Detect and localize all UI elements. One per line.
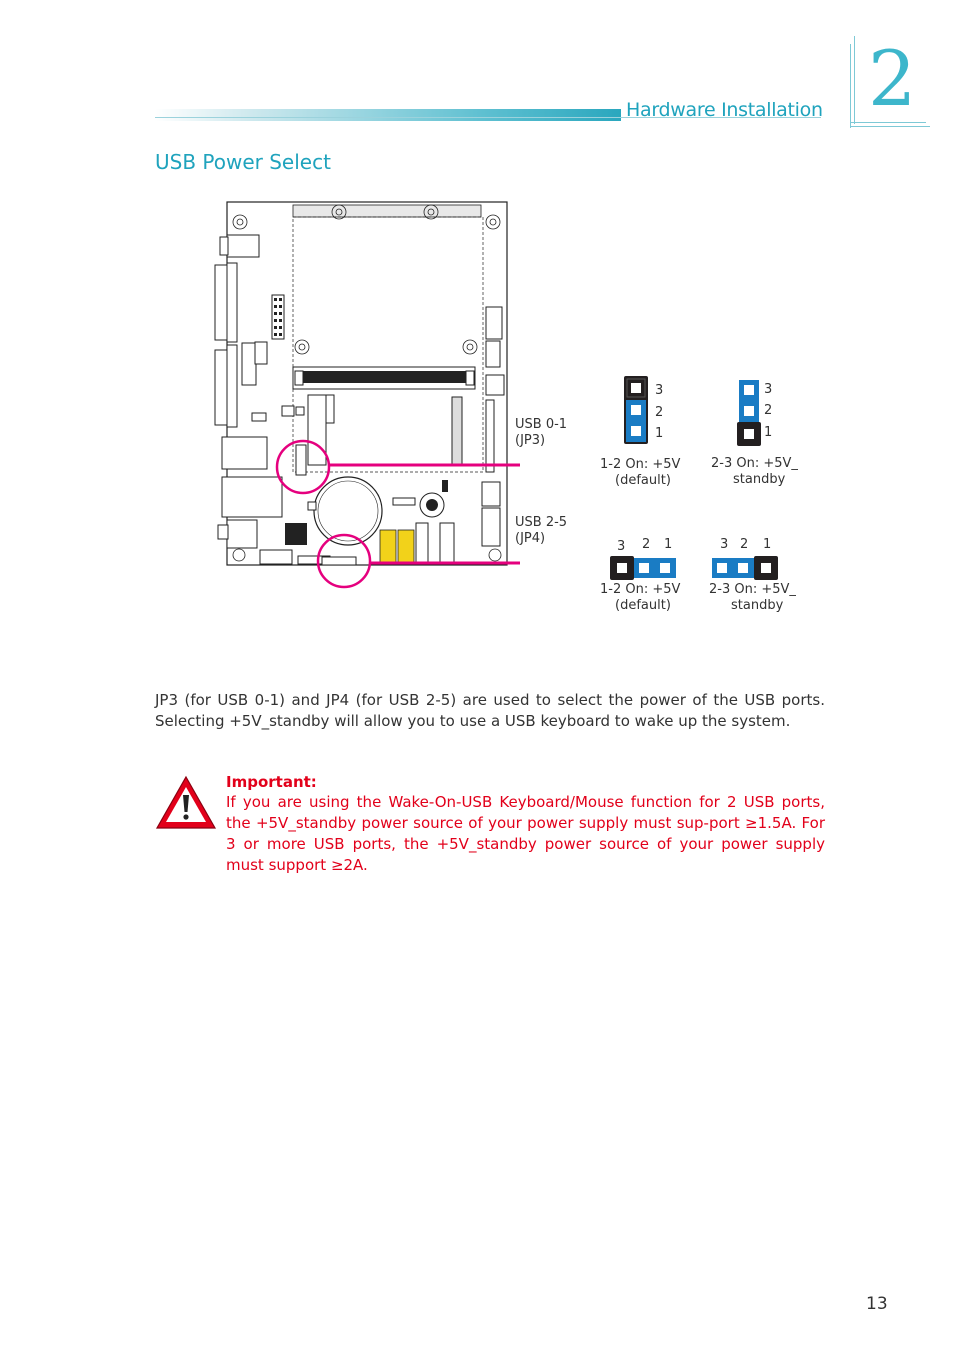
jp3-default-jumper <box>624 376 648 444</box>
chapter-number: 2 <box>868 34 917 123</box>
jp3-default-caption: 1-2 On: +5V <box>600 457 681 472</box>
body-paragraph: JP3 (for USB 0-1) and JP4 (for USB 2-5) … <box>155 691 825 730</box>
battery <box>313 476 383 546</box>
right-header-2 <box>485 340 501 368</box>
important-title: Important: <box>226 773 317 791</box>
side-header <box>485 399 495 473</box>
right-header-1 <box>485 306 503 340</box>
bottom-header-1 <box>259 549 293 565</box>
fan-header-2 <box>439 522 455 564</box>
jp4-standby-pin-2: 2 <box>740 537 749 552</box>
jp3-standby-caption: 2-3 On: +5V_ <box>711 456 798 471</box>
usb25-jumper-id: (JP4) <box>515 531 546 546</box>
usb01-label: USB 0-1 <box>515 417 568 432</box>
jp4-standby-caption-sub: standby <box>731 598 784 613</box>
jp3-default-caption-sub: (default) <box>615 473 671 488</box>
usb25-label: USB 2-5 <box>515 515 568 530</box>
jp3-standby-caption-sub: standby <box>733 472 786 487</box>
motherboard-diagram <box>214 201 520 589</box>
mini-pcie-slot <box>307 394 327 466</box>
chip <box>285 523 307 545</box>
top-connector <box>292 204 482 218</box>
jp4-default-caption: 1-2 On: +5V <box>600 582 681 597</box>
right-header-3 <box>485 374 505 396</box>
jp3-default-pin-1: 1 <box>655 426 664 441</box>
yellow-jumper-block <box>379 529 415 565</box>
power-jack <box>226 234 260 258</box>
jp3-highlight-circle <box>275 439 331 495</box>
jp4-block <box>321 556 357 566</box>
jp4-default-pin-3: 3 <box>617 539 626 554</box>
mounting-holes <box>232 204 502 562</box>
jp3-default-pin-2: 2 <box>655 405 664 420</box>
jp4-default-caption-sub: (default) <box>615 598 671 613</box>
chapter-marker: 2 <box>850 34 930 128</box>
jp3-standby-pin-1: 1 <box>764 425 773 440</box>
jp3-standby-jumper <box>737 380 761 446</box>
lan-port <box>221 436 268 470</box>
jp3-default-pin-3: 3 <box>655 383 664 398</box>
important-text: If you are using the Wake-On-USB Keyboar… <box>226 793 825 874</box>
usb01-jumper-id: (JP3) <box>515 433 546 448</box>
section-title: Hardware Installation <box>626 99 823 121</box>
jp4-standby-pin-1: 1 <box>763 537 772 552</box>
page-number: 13 <box>866 1294 888 1314</box>
jp4-standby-caption: 2-3 On: +5V_ <box>709 582 796 597</box>
audio-jack <box>226 519 258 549</box>
jp3-standby-pin-3: 3 <box>764 382 773 397</box>
page-heading: USB Power Select <box>155 150 331 174</box>
jp4-default-jumper <box>610 556 676 580</box>
right-header-5 <box>481 507 501 547</box>
jp4-default-pin-2: 2 <box>642 537 651 552</box>
sata-connector <box>451 396 463 466</box>
jp4-default-pin-1: 1 <box>664 537 673 552</box>
jp3-block <box>295 444 307 476</box>
header-rule <box>155 117 821 118</box>
header-gradient-bar <box>155 109 621 121</box>
jp4-standby-pin-3: 3 <box>720 537 729 552</box>
warning-triangle-icon <box>155 775 217 829</box>
cpu-area-outline <box>292 216 484 473</box>
jp3-standby-pin-2: 2 <box>764 403 773 418</box>
right-header-4 <box>481 481 501 507</box>
jp4-highlight-circle <box>316 533 372 589</box>
jp4-standby-jumper <box>712 556 778 580</box>
usb-ports <box>221 476 283 518</box>
fan-header-1 <box>415 522 429 564</box>
